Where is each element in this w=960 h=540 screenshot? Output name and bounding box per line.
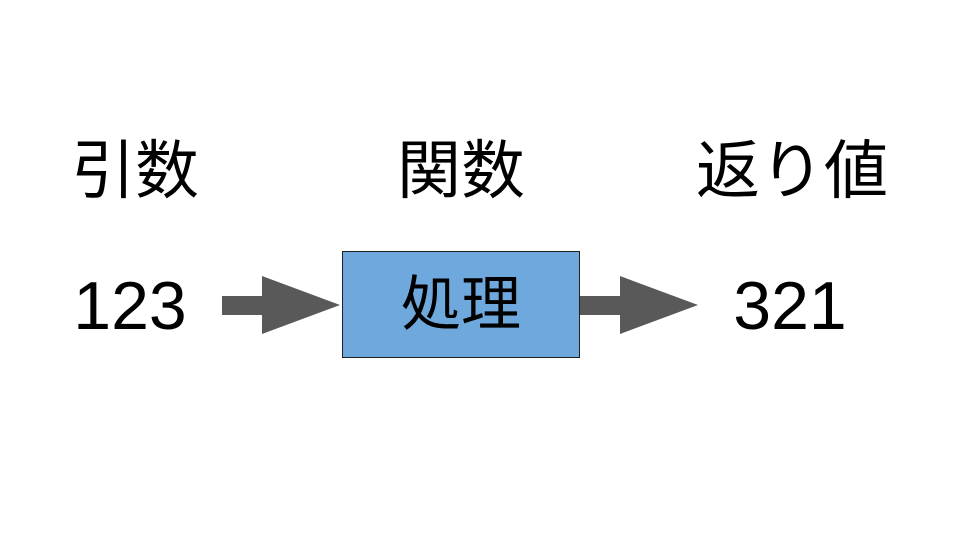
output-value: 321 — [733, 268, 847, 344]
return-value-heading: 返り値 — [696, 135, 888, 209]
function-heading: 関数 — [397, 135, 525, 209]
input-value: 123 — [73, 268, 187, 344]
input-arrow-icon — [222, 276, 340, 334]
output-arrow-icon — [580, 276, 698, 334]
process-label: 処理 — [401, 269, 521, 340]
process-box: 処理 — [342, 251, 580, 358]
arguments-heading: 引数 — [71, 135, 199, 209]
